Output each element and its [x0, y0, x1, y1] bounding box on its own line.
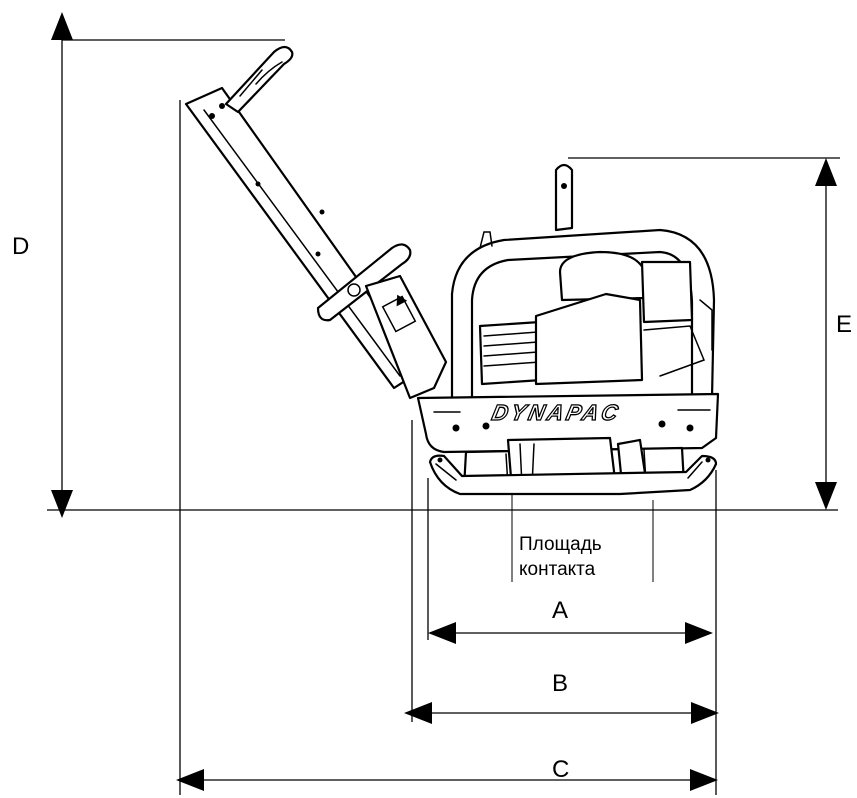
dimension-e-arrow-top [815, 158, 837, 186]
warning-decal [381, 295, 417, 333]
dimension-d-arrow-top [51, 12, 73, 40]
engine [478, 250, 713, 386]
engine-block [534, 292, 644, 386]
guard-frame-outer [450, 228, 716, 400]
dimension-e-arrow-bottom [815, 482, 837, 510]
dimension-a-arrow-right [685, 622, 713, 644]
dimension-a: A [428, 597, 713, 644]
dimension-b-label: B [552, 670, 568, 697]
base-plate-body [428, 454, 718, 496]
reference-lines [47, 39, 840, 795]
handle-pivot-bracket [364, 274, 448, 400]
lower-frame [416, 392, 720, 454]
contact-area-label-line1: Площадь [519, 534, 602, 555]
dimension-c: C [176, 756, 718, 791]
dimension-d: D [12, 12, 73, 518]
dimension-e: E [815, 158, 852, 510]
lifting-hook [554, 163, 574, 232]
dimension-c-label: C [552, 756, 569, 783]
base-plate [428, 454, 718, 496]
dimension-d-arrow-bottom [51, 490, 73, 518]
dimension-e-label: E [836, 311, 852, 338]
dimension-b-arrow-left [404, 702, 432, 724]
dimension-a-arrow-left [428, 622, 456, 644]
dimension-d-label: D [12, 233, 29, 260]
handle-lever [316, 243, 412, 322]
dimension-a-label: A [552, 597, 568, 624]
fuel-tank [558, 250, 648, 302]
air-filter [640, 260, 694, 324]
contact-area-caption: Площадь контакта [519, 534, 602, 580]
dimension-b-arrow-right [691, 702, 719, 724]
lower-body: DYNAPAC [416, 392, 720, 454]
dimension-b: B [404, 670, 719, 724]
guard-frame [450, 163, 716, 400]
handle-assembly [184, 45, 448, 400]
contact-area-label-line2: контакта [519, 559, 596, 580]
brand-name: DYNAPAC [490, 400, 623, 425]
plate-compactor-illustration: DYNAPAC [184, 45, 720, 496]
dimension-c-arrow-right [690, 769, 718, 791]
dimension-c-arrow-left [176, 769, 204, 791]
